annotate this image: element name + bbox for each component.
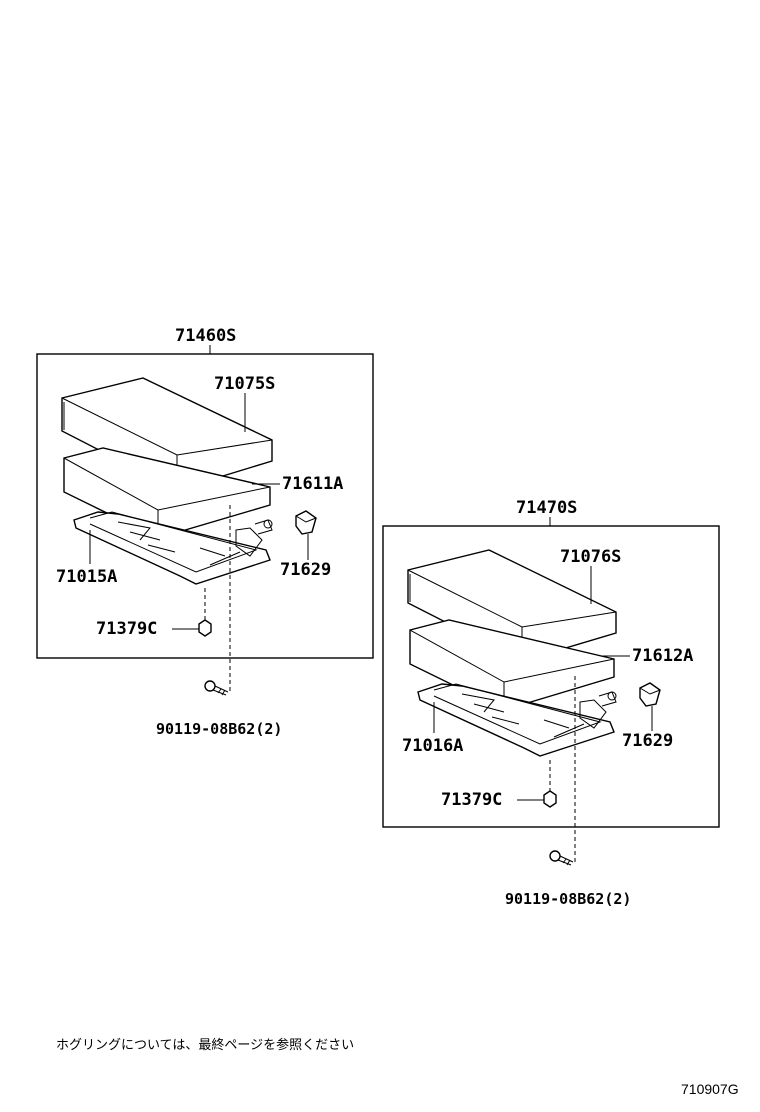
lid-pad-label[interactable]: 71075S (214, 374, 275, 394)
hog-ring-note: ホグリングについては、最終ページを参照ください (56, 1038, 355, 1053)
assembly-number-label[interactable]: 71460S (175, 326, 236, 346)
clip-part[interactable] (198, 619, 212, 637)
assembly-number-label[interactable]: 71470S (516, 498, 577, 518)
screw-label[interactable]: 90119-08B62(2) (156, 720, 282, 738)
screw-label[interactable]: 90119-08B62(2) (505, 890, 631, 908)
base-frame-part[interactable] (73, 511, 273, 585)
hinge-cap-label[interactable]: 71629 (622, 731, 673, 751)
hinge-cap-label[interactable]: 71629 (280, 560, 331, 580)
clip-label[interactable]: 71379C (441, 790, 502, 810)
screw-part[interactable] (549, 850, 574, 866)
base-frame-part[interactable] (417, 683, 617, 757)
diagram-code: 710907G (681, 1081, 739, 1097)
hinge-cap-part[interactable] (295, 510, 317, 535)
cushion-label[interactable]: 71612A (632, 646, 693, 666)
assembly-left: 71460S 71075S 71611A 71015A (36, 326, 374, 738)
base-frame-label[interactable]: 71015A (56, 567, 117, 587)
lid-pad-label[interactable]: 71076S (560, 547, 621, 567)
clip-label[interactable]: 71379C (96, 619, 157, 639)
clip-part[interactable] (543, 790, 557, 808)
cushion-label[interactable]: 71611A (282, 474, 343, 494)
base-frame-label[interactable]: 71016A (402, 736, 463, 756)
assembly-right: 71470S 71076S 71612A 71016A (382, 498, 720, 908)
lid-pad-part[interactable] (61, 377, 273, 491)
assembly-frame-box (36, 353, 374, 659)
assembly-frame-box (382, 525, 720, 828)
lid-pad-part[interactable] (407, 549, 617, 662)
screw-part[interactable] (204, 680, 229, 696)
hinge-cap-part[interactable] (639, 682, 661, 707)
